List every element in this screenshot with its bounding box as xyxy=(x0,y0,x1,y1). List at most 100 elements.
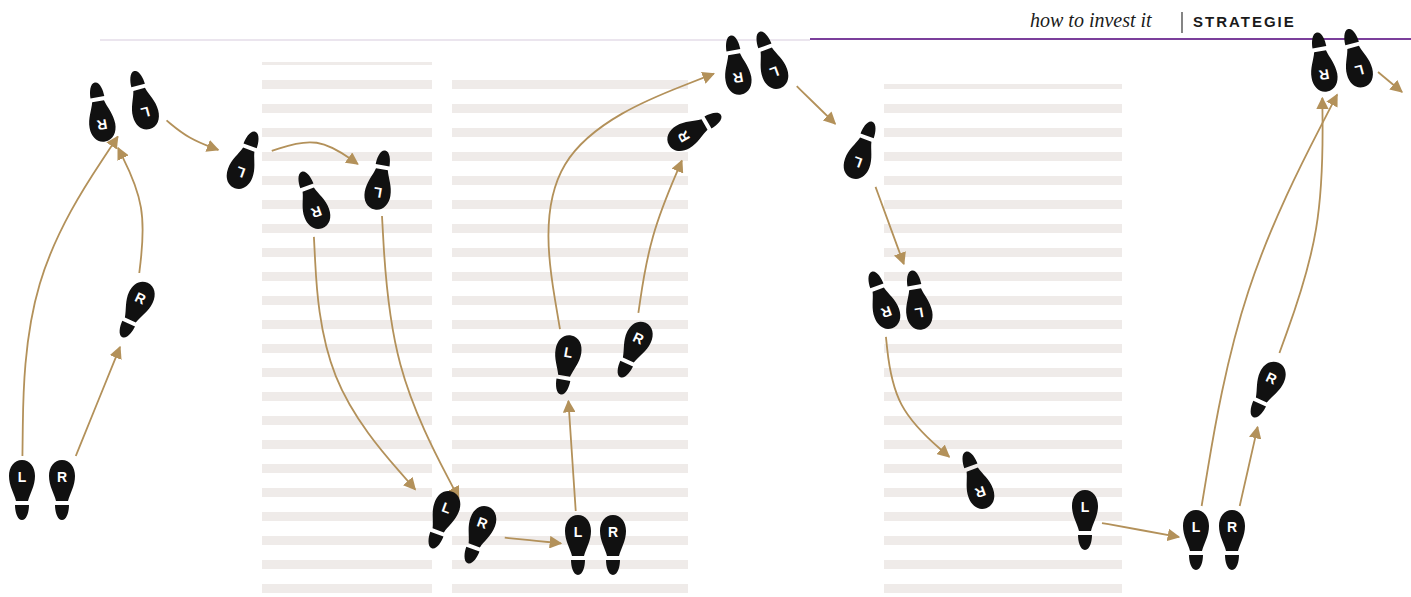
step-arrow xyxy=(22,137,117,456)
shoe-sole-shape xyxy=(748,27,793,92)
shoe-sole-shape xyxy=(122,68,163,133)
shoe-sole xyxy=(1218,509,1246,571)
foot-letter: R xyxy=(1218,519,1246,535)
shoe-sole xyxy=(1182,509,1210,571)
step-arrow xyxy=(797,86,835,124)
shoe-sole-shape xyxy=(420,487,465,552)
shoe-sole-shape xyxy=(223,127,268,192)
footprint: L xyxy=(221,126,269,194)
step-arrow xyxy=(382,216,459,498)
shoe-sole-shape xyxy=(860,267,905,332)
step-arrow xyxy=(886,337,949,457)
shoe-sole-shape xyxy=(1072,490,1098,550)
shoe-sole-shape xyxy=(111,277,160,342)
footprint: R xyxy=(81,79,119,145)
footprint: R xyxy=(109,276,161,344)
shoe-sole xyxy=(858,266,906,334)
footprint: L xyxy=(838,116,886,184)
footprint: R xyxy=(607,316,659,384)
shoe-sole xyxy=(120,66,163,133)
shoe-sole-shape xyxy=(1219,510,1245,570)
shoe-sole-shape xyxy=(82,80,118,144)
shoe-sole xyxy=(607,316,659,384)
header-rule xyxy=(100,39,810,41)
footprint: R xyxy=(1218,509,1246,571)
shoe-sole-shape xyxy=(600,515,626,575)
step-arrow xyxy=(548,74,713,329)
shoe-sole-shape xyxy=(1242,357,1291,422)
footprint: L xyxy=(120,66,163,133)
step-arrow xyxy=(876,187,904,264)
foot-letter: R xyxy=(48,469,76,485)
step-arrow xyxy=(272,142,358,164)
shoe-sole xyxy=(288,166,336,234)
shoe-sole xyxy=(8,459,36,521)
shoe-sole xyxy=(564,514,592,576)
shoe-sole xyxy=(746,26,794,94)
section-name: how to invest it xyxy=(1030,9,1152,32)
footprint: L xyxy=(1182,509,1210,571)
faded-text-column xyxy=(262,62,432,597)
shoe-sole xyxy=(661,102,729,157)
shoe-sole xyxy=(81,79,119,145)
step-arrow xyxy=(1240,427,1258,506)
faded-text-column xyxy=(884,84,1122,597)
faded-text-column xyxy=(452,66,688,597)
shoe-sole-shape xyxy=(663,104,728,157)
shoe-sole xyxy=(547,332,585,398)
shoe-sole-shape xyxy=(9,460,35,520)
footprint: L xyxy=(8,459,36,521)
footprint: R xyxy=(661,102,729,157)
foot-letter: L xyxy=(1071,499,1099,515)
footprint: L xyxy=(564,514,592,576)
footprint: R xyxy=(454,501,502,569)
footprint: L xyxy=(418,486,466,554)
shoe-sole xyxy=(48,459,76,521)
step-arrow xyxy=(568,401,575,511)
shoe-sole xyxy=(454,501,502,569)
shoe-sole-shape xyxy=(899,268,935,332)
footprint: R xyxy=(288,166,336,234)
shoe-sole-shape xyxy=(840,117,885,182)
footprint: R xyxy=(1240,356,1292,424)
step-arrow xyxy=(118,148,143,273)
shoe-sole-shape xyxy=(954,447,999,512)
step-arrow xyxy=(1279,98,1322,353)
shoe-sole xyxy=(952,446,1000,514)
footprint: R xyxy=(48,459,76,521)
shoe-sole-shape xyxy=(565,515,591,575)
step-arrow xyxy=(76,347,120,456)
shoe-sole xyxy=(898,267,936,333)
shoe-sole xyxy=(1240,356,1292,424)
footprint: L xyxy=(1071,489,1099,551)
shoe-sole xyxy=(1334,24,1377,91)
shoe-sole-shape xyxy=(290,167,335,232)
footprint: R xyxy=(952,446,1000,514)
shoe-sole xyxy=(599,514,627,576)
shoe-sole-shape xyxy=(1183,510,1209,570)
shoe-sole xyxy=(221,126,269,194)
shoe-sole-shape xyxy=(548,333,584,397)
shoe-sole-shape xyxy=(609,317,658,382)
footprint: L xyxy=(898,267,936,333)
step-arrow xyxy=(167,120,219,149)
foot-letter: R xyxy=(599,524,627,540)
shoe-sole-shape xyxy=(49,460,75,520)
foot-letter: L xyxy=(8,469,36,485)
exit-arrow xyxy=(1378,72,1402,92)
step-arrow xyxy=(1202,95,1337,506)
footprint: R xyxy=(1303,29,1341,95)
header-separator xyxy=(1181,12,1182,33)
shoe-sole xyxy=(717,32,755,98)
footprint: L xyxy=(547,332,585,398)
shoe-sole xyxy=(361,147,399,213)
footprint: L xyxy=(361,147,399,213)
shoe-sole xyxy=(1071,489,1099,551)
step-arrow xyxy=(505,538,561,544)
shoe-sole xyxy=(1303,29,1341,95)
foot-letter: L xyxy=(1182,519,1210,535)
